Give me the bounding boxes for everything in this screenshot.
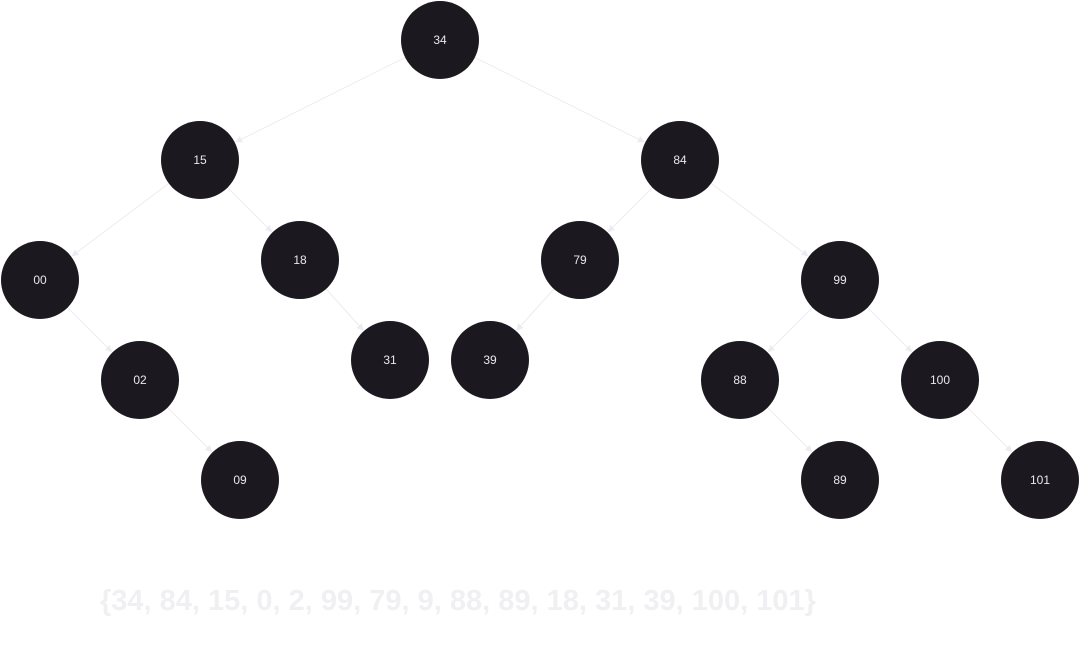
edge-n15-n18 xyxy=(227,187,273,233)
tree-node-101: 101 xyxy=(1001,441,1079,519)
tree-node-circle xyxy=(641,121,719,199)
tree-node-02: 02 xyxy=(101,341,179,419)
tree-node-circle xyxy=(801,241,879,319)
tree-node-label: 18 xyxy=(293,253,307,267)
edge-n18-n31 xyxy=(325,288,364,331)
edge-n99-n88 xyxy=(767,307,813,353)
tree-node-label: 79 xyxy=(573,253,587,267)
tree-node-circle xyxy=(351,321,429,399)
tree-node-84: 84 xyxy=(641,121,719,199)
edge-n34-n84 xyxy=(474,56,645,143)
edge-n02-n09 xyxy=(167,407,213,453)
tree-node-label: 00 xyxy=(33,273,47,287)
edge-n84-n99 xyxy=(710,182,809,257)
edge-n100-n101 xyxy=(967,407,1013,453)
tree-node-circle xyxy=(1,241,79,319)
tree-node-circle xyxy=(201,441,279,519)
tree-node-label: 39 xyxy=(483,353,497,367)
tree-node-label: 31 xyxy=(383,353,397,367)
tree-node-88: 88 xyxy=(701,341,779,419)
nodes-layer: 34 15 84 00 18 79 99 02 31 39 88 100 09 89 101 xyxy=(1,1,1079,519)
tree-node-label: 15 xyxy=(193,153,207,167)
tree-node-34: 34 xyxy=(401,1,479,79)
tree-node-circle xyxy=(1001,441,1079,519)
edge-n34-n15 xyxy=(235,56,406,143)
tree-node-circle xyxy=(701,341,779,419)
tree-node-79: 79 xyxy=(541,221,619,299)
tree-node-circle xyxy=(901,341,979,419)
tree-node-label: 99 xyxy=(833,273,847,287)
tree-node-89: 89 xyxy=(801,441,879,519)
tree-node-99: 99 xyxy=(801,241,879,319)
edge-n84-n79 xyxy=(607,187,653,233)
tree-node-label: 89 xyxy=(833,473,847,487)
tree-node-00: 00 xyxy=(1,241,79,319)
tree-node-label: 101 xyxy=(1030,473,1050,487)
tree-node-circle xyxy=(261,221,339,299)
tree-node-15: 15 xyxy=(161,121,239,199)
tree-node-circle xyxy=(451,321,529,399)
edges-layer xyxy=(67,56,1013,453)
tree-node-label: 88 xyxy=(733,373,747,387)
tree-node-label: 34 xyxy=(433,33,447,47)
tree-node-label: 02 xyxy=(133,373,147,387)
tree-node-31: 31 xyxy=(351,321,429,399)
tree-node-circle xyxy=(801,441,879,519)
tree-node-09: 09 xyxy=(201,441,279,519)
tree-node-100: 100 xyxy=(901,341,979,419)
tree-node-label: 84 xyxy=(673,153,687,167)
edge-n99-n100 xyxy=(867,307,913,353)
tree-node-label: 100 xyxy=(930,373,950,387)
insertion-sequence-text: {34, 84, 15, 0, 2, 99, 79, 9, 88, 89, 18… xyxy=(100,585,816,617)
tree-node-18: 18 xyxy=(261,221,339,299)
tree-node-circle xyxy=(161,121,239,199)
tree-node-label: 09 xyxy=(233,473,247,487)
tree-node-39: 39 xyxy=(451,321,529,399)
tree-node-circle xyxy=(401,1,479,79)
tree-node-circle xyxy=(541,221,619,299)
tree-node-circle xyxy=(101,341,179,419)
edge-n79-n39 xyxy=(516,288,555,331)
edge-n88-n89 xyxy=(767,407,813,453)
edge-n15-n00 xyxy=(71,182,170,257)
edge-n00-n02 xyxy=(67,307,113,353)
